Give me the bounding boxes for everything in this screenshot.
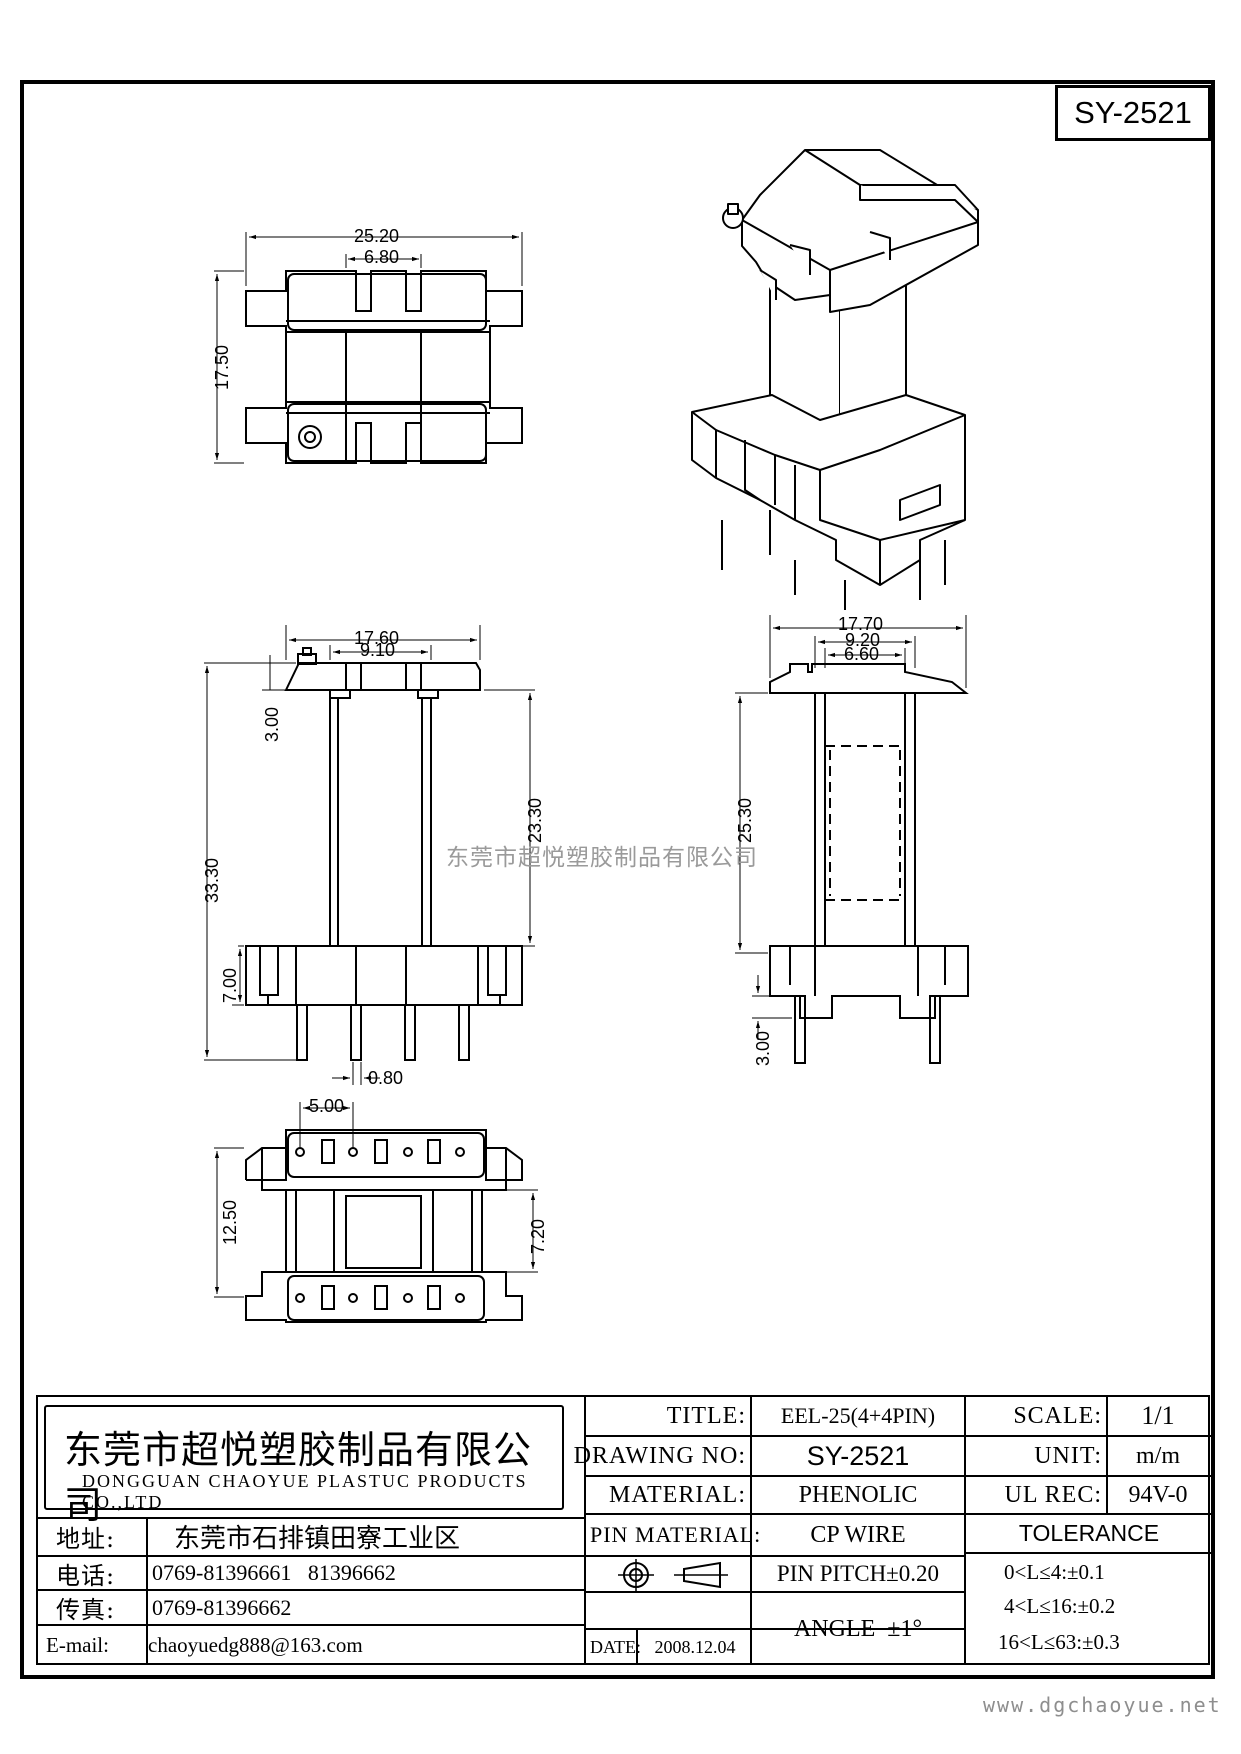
tolerance-range-2: 4<L≤16:±0.2: [1004, 1593, 1116, 1618]
tolerance-range-3: 16<L≤63:±0.3: [998, 1629, 1120, 1654]
title-block: 东莞市超悦塑胶制品有限公司 DONGGUAN CHAOYUE PLASTUC P…: [36, 1395, 1212, 1665]
dim-side-height: 25.30: [735, 798, 755, 843]
pin-material-label: PIN MATERIAL:: [590, 1522, 762, 1547]
date-label: DATE:: [590, 1637, 641, 1657]
front-view: [245, 647, 523, 1061]
angle-tolerance: ANGLE ±1°: [793, 1615, 923, 1642]
title-value: EEL-25(4+4PIN): [780, 1403, 936, 1428]
side-view: [769, 663, 969, 1064]
ul-rec-value: 94V-0: [1128, 1481, 1188, 1508]
isometric-view: [691, 149, 979, 610]
unit-label: UNIT:: [1034, 1442, 1102, 1469]
title-label: TITLE:: [666, 1402, 746, 1429]
front-view-dims: [204, 625, 535, 1085]
side-view-dims: [735, 615, 967, 1040]
drawing-no-value: SY-2521: [806, 1440, 910, 1471]
scale-label: SCALE:: [1013, 1402, 1102, 1429]
dim-front-base: 7.00: [220, 968, 240, 1003]
dim-front-flange: 3.00: [262, 707, 282, 742]
scale-value: 1/1: [1141, 1401, 1175, 1430]
dim-bottom-inner: 7.20: [528, 1219, 548, 1254]
dim-front-pin: 0.80: [368, 1068, 403, 1088]
company-name-en: DONGGUAN CHAOYUE PLASTUC PRODUCTS CO.,LT…: [82, 1471, 528, 1512]
dim-front-width: 17.60: [354, 628, 399, 648]
address-label: 地址:: [56, 1525, 116, 1553]
dim-side-inner: 6.60: [844, 644, 879, 664]
dim-bottom-pitch: 5.00: [309, 1096, 344, 1116]
top-view: [245, 270, 523, 464]
website: www.dgchaoyue.net: [983, 1693, 1222, 1717]
ul-rec-label: UL REC:: [1004, 1481, 1102, 1508]
dim-front-inner: 9.10: [360, 640, 395, 660]
dim-side-pin-len: 3.00: [753, 1031, 773, 1066]
phone-value: 0769-81396661 81396662: [152, 1560, 396, 1585]
date-value: 2008.12.04: [654, 1637, 736, 1657]
dim-top-depth: 17.50: [212, 345, 232, 390]
unit-value: m/m: [1135, 1442, 1180, 1469]
bottom-view-dims: [214, 1102, 538, 1298]
watermark: 东莞市超悦塑胶制品有限公司: [446, 845, 758, 871]
tolerance-range-1: 0<L≤4:±0.1: [1004, 1559, 1105, 1584]
dim-top-width: 25.20: [354, 226, 399, 246]
top-view-dims: [214, 232, 523, 464]
dim-side-width: 17.70: [838, 614, 883, 634]
dim-bottom-depth: 12.50: [220, 1200, 240, 1245]
material-label: MATERIAL:: [609, 1481, 746, 1508]
bottom-view: [245, 1129, 523, 1323]
address-value: 东莞市石排镇田寮工业区: [174, 1524, 461, 1554]
drawing-number-box: SY-2521: [1055, 85, 1211, 141]
dim-side-mid: 9.20: [845, 630, 880, 650]
drawing-frame: [20, 80, 1215, 1679]
pin-pitch: PIN PITCH±0.20: [776, 1561, 940, 1586]
company-name-box: 东莞市超悦塑胶制品有限公司 DONGGUAN CHAOYUE PLASTUC P…: [44, 1405, 564, 1527]
company-name-cn: 东莞市超悦塑胶制品有限公司: [64, 1428, 533, 1527]
dim-top-slot: 6.80: [364, 247, 399, 267]
pin-material-value: CP WIRE: [810, 1521, 906, 1548]
email-value: chaoyuedg888@163.com: [148, 1633, 363, 1657]
dim-front-inner-height: 23.30: [525, 798, 545, 843]
fax-value: 0769-81396662: [152, 1594, 292, 1620]
tolerance-label: TOLERANCE: [1018, 1520, 1160, 1546]
material-value: PHENOLIC: [798, 1481, 918, 1508]
drawing-number: SY-2521: [1074, 95, 1192, 130]
phone-label: 电话:: [56, 1561, 116, 1590]
projection-symbol-icon: [618, 1559, 728, 1591]
drawing-no-label: DRAWING NO:: [573, 1442, 746, 1469]
dim-front-total-height: 33.30: [202, 858, 222, 903]
email-label: E-mail:: [46, 1633, 109, 1657]
fax-label: 传真:: [56, 1596, 116, 1624]
